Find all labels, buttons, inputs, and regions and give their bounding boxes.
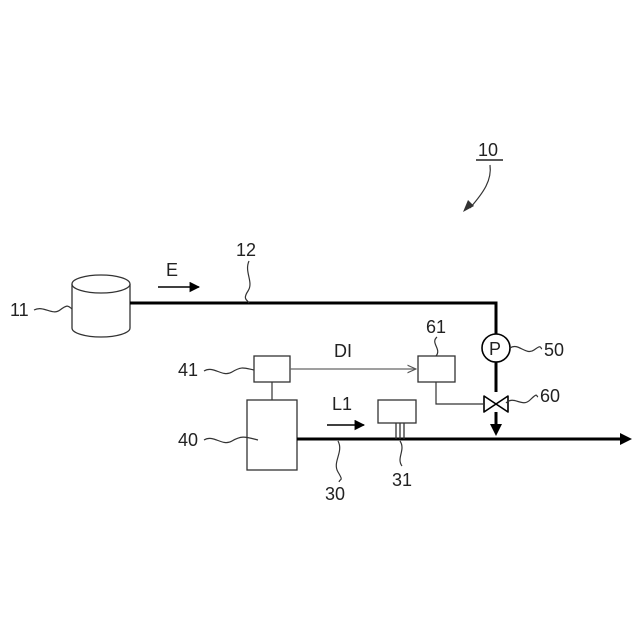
pump-ref-label: 50 [544,340,564,360]
unit-box [247,400,297,470]
flow-e-label: E [166,260,178,280]
valve-controller-ref-label: 61 [426,317,446,337]
pump-symbol: P [489,339,501,359]
sensor-probe-icon [396,423,404,439]
sensor-ref-label: 31 [392,470,412,490]
pump-ref-leader [510,346,542,351]
outlet-line-ref-label: 30 [325,484,345,504]
valve-ref-leader [506,395,538,403]
flow-l1-label: L1 [332,394,352,414]
tank-ref-label: 11 [10,300,29,320]
valve-ref-label: 60 [540,386,560,406]
di-signal-label: DI [334,341,352,361]
system-ref-arrowhead [463,200,474,212]
system-ref-leader [470,165,490,208]
system-ref-label: 10 [478,140,498,160]
supply-line-ref-leader [245,261,250,303]
controller-box [254,356,290,382]
tank-icon [72,275,130,337]
valve-controller-box [418,356,455,382]
tank-ref-leader [34,306,72,312]
valve-down-arrowhead [490,424,502,436]
unit-ref-label: 40 [178,430,198,450]
valve-icon [484,396,508,412]
sensor-box [378,400,416,423]
outlet-line-ref-leader [336,441,341,482]
supply-line-ref-label: 12 [236,240,256,260]
sensor-ref-leader [400,441,402,466]
valve-controller-ref-leader [435,337,438,356]
controller-ref-label: 41 [178,360,198,380]
outlet-line-arrowhead [620,433,632,445]
valve-control-line [436,382,484,404]
controller-ref-leader [204,368,254,374]
